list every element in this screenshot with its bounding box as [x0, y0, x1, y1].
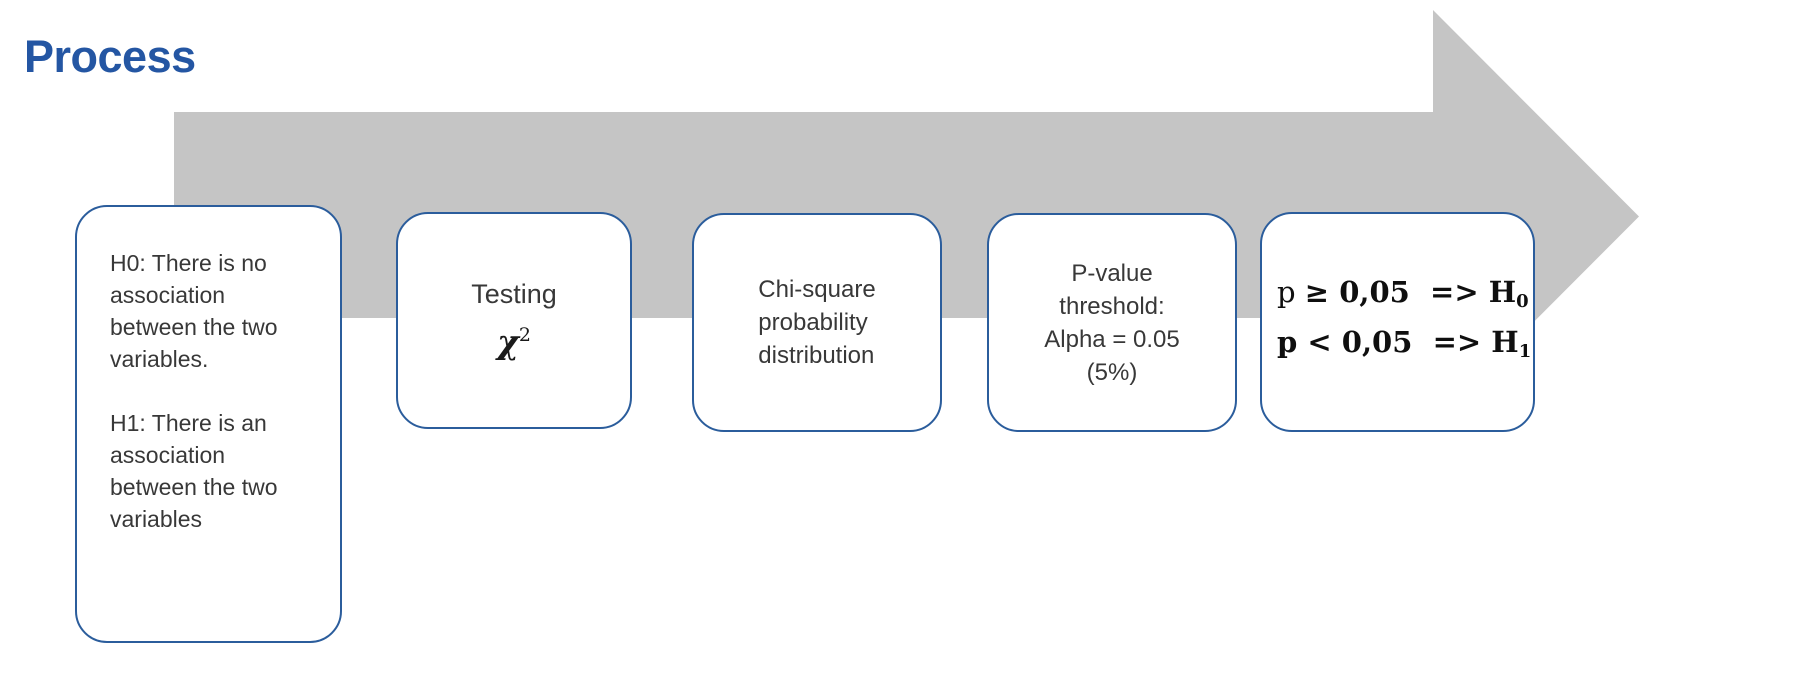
h0-hypothesis-text: H0: There is no association between the … — [110, 250, 278, 372]
chi-glyph: χ — [497, 322, 519, 361]
testing-label: Testing — [471, 279, 557, 309]
threshold-line-2: threshold: — [1059, 292, 1165, 320]
distribution-text: Chi-square probability distribution — [758, 273, 875, 372]
page-title: Process — [24, 31, 196, 82]
testing-box: Testing χ2 — [396, 212, 632, 429]
decision-rule-h1-subscript: 1 — [1518, 341, 1532, 363]
decision-rule-h0-main: ≥ 0,05 => H — [1304, 274, 1517, 309]
decision-rule-h1-main: p < 0,05 => H — [1277, 325, 1519, 359]
h1-hypothesis-text: H1: There is an association between the … — [110, 410, 278, 532]
decision-rule-h1: p < 0,05 => H1 — [1277, 322, 1533, 372]
chi-exponent: 2 — [518, 324, 531, 346]
decision-rule-h0-subscript: 0 — [1516, 291, 1529, 312]
decision-rule-h0-lead: p — [1277, 274, 1305, 309]
decision-box: p ≥ 0,05 => H0 p < 0,05 => H1 — [1260, 212, 1535, 432]
distribution-box: Chi-square probability distribution — [692, 213, 942, 432]
threshold-line-3: Alpha = 0.05 — [1044, 325, 1180, 353]
decision-rule-h0: p ≥ 0,05 => H0 — [1277, 272, 1533, 322]
distribution-line-3: distribution — [758, 342, 875, 369]
threshold-line-1: P-value — [1071, 259, 1153, 287]
distribution-line-1: Chi-square — [758, 276, 876, 303]
chi-squared-symbol: χ2 — [497, 313, 531, 364]
threshold-box: P-value threshold: Alpha = 0.05 (5%) — [987, 213, 1237, 432]
hypotheses-box: H0: There is no association between the … — [75, 205, 342, 643]
distribution-line-2: probability — [758, 309, 868, 336]
threshold-line-4: (5%) — [1086, 358, 1138, 386]
